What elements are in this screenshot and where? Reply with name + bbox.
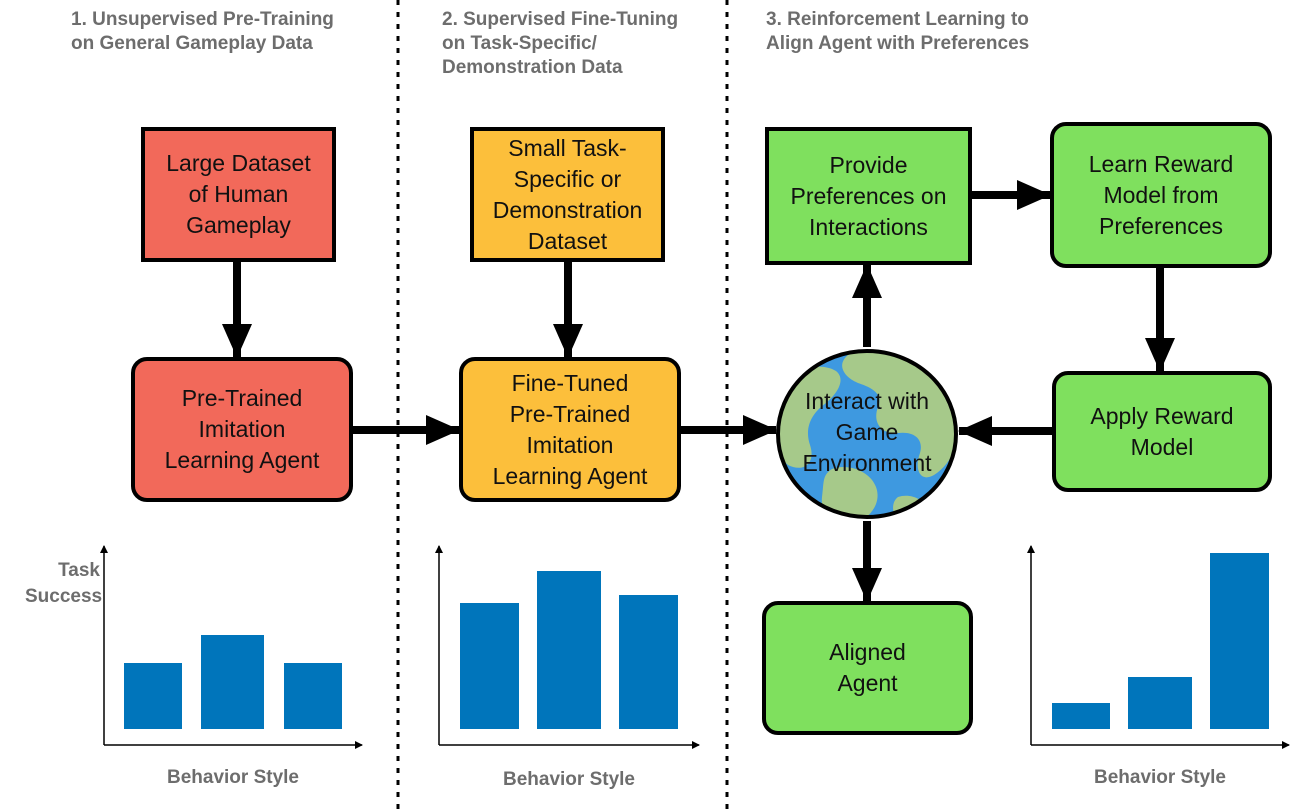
globe-icon [776, 349, 958, 519]
chart-3-xlabel: Behavior Style [1094, 767, 1226, 788]
stage-2-title: 2. Supervised Fine-Tuning on Task-Specif… [442, 9, 679, 78]
chart-1-bar-3 [284, 663, 342, 729]
chart-1-bar-1 [124, 663, 182, 729]
preferences-node: Provide Preferences on Interactions [765, 127, 972, 265]
chart-2-xlabel: Behavior Style [503, 769, 635, 790]
large-dataset-node: Large Dataset of Human Gameplay [141, 127, 336, 262]
pretrained-agent-node: Pre-Trained Imitation Learning Agent [131, 357, 353, 502]
reward-model-node: Learn Reward Model from Preferences [1050, 122, 1272, 268]
chart-3-bar-2 [1128, 677, 1192, 729]
stage-1-title: 1. Unsupervised Pre-Training on General … [71, 9, 334, 54]
game-environment-label: Interact with Game Environment [802, 388, 932, 476]
stage-3-title: 3. Reinforcement Learning to Align Agent… [766, 9, 1030, 54]
chart-2-bar-3 [619, 595, 678, 729]
finetuned-agent-node: Fine-Tuned Pre-Trained Imitation Learnin… [459, 357, 681, 502]
chart-3-bar-1 [1052, 703, 1110, 729]
chart-1-axes [100, 545, 363, 749]
chart-bars-layer [124, 553, 1269, 729]
chart-3-bar-3 [1210, 553, 1269, 729]
chart-2-bar-2 [537, 571, 601, 729]
chart-2-axes [435, 545, 700, 749]
apply-reward-node: Apply Reward Model [1052, 371, 1272, 492]
chart-2-bar-1 [460, 603, 519, 729]
chart-1-bar-2 [201, 635, 264, 729]
chart-1-xlabel: Behavior Style [167, 767, 299, 788]
chart-3-axes [1027, 545, 1290, 749]
chart-1-ylabel: Task Success [25, 560, 103, 607]
aligned-agent-node: Aligned Agent [762, 601, 973, 735]
small-dataset-node: Small Task- Specific or Demonstration Da… [470, 127, 665, 262]
